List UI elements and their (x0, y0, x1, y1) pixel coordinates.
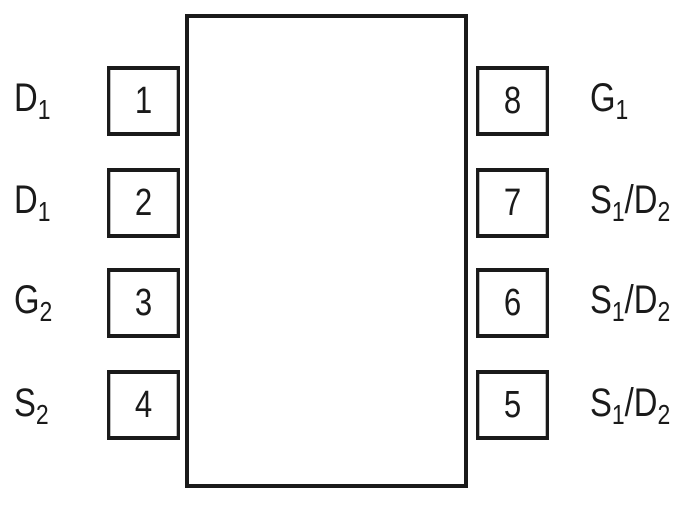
pin-7-signal-name-2: D (633, 178, 658, 222)
pin-6-signal-name: S (590, 278, 612, 322)
pin-2: 2 (107, 168, 180, 238)
pin-3-signal-name: G (14, 278, 40, 322)
pin-6-signal-slash: / (624, 278, 634, 322)
pin-1-signal-subscript: 1 (37, 93, 51, 125)
pin-7-signal-subscript: 1 (611, 195, 625, 227)
pin-7-signal-label: S1/D2 (590, 178, 670, 225)
pin-5-signal-subscript: 1 (611, 398, 625, 430)
pin-3-number: 3 (134, 281, 153, 324)
pin-1-signal-name: D (14, 76, 38, 120)
pin-7-number: 7 (503, 181, 522, 224)
pin-1-number: 1 (134, 79, 153, 122)
pin-4-number: 4 (134, 383, 153, 426)
pin-6: 6 (476, 268, 549, 338)
pin-5-signal-label: S1/D2 (590, 381, 670, 428)
pin-2-signal-label: D1 (14, 178, 50, 225)
pin-4: 4 (107, 370, 180, 440)
pin-5-signal-name-2: D (633, 381, 658, 425)
pin-8-signal-subscript: 1 (615, 93, 629, 125)
pin-4-signal-subscript: 2 (35, 398, 49, 430)
pin-2-signal-subscript: 1 (37, 195, 51, 227)
pin-1-signal-label: D1 (14, 76, 50, 123)
pin-6-signal-subscript: 1 (611, 295, 625, 327)
pin-2-number: 2 (134, 181, 153, 224)
pin-5: 5 (476, 370, 549, 440)
pin-3-signal-subscript: 2 (39, 295, 53, 327)
pin-2-signal-name: D (14, 178, 38, 222)
pin-5-signal-slash: / (624, 381, 634, 425)
pin-1: 1 (107, 66, 180, 136)
pin-6-signal-subscript-2: 2 (657, 295, 671, 327)
pin-8-signal-name: G (590, 76, 616, 120)
pin-6-signal-label: S1/D2 (590, 278, 670, 325)
pin-7: 7 (476, 168, 549, 238)
pin-5-signal-name: S (590, 381, 612, 425)
pin-6-number: 6 (503, 281, 522, 324)
pin-7-signal-slash: / (624, 178, 634, 222)
pin-5-number: 5 (503, 383, 522, 426)
pin-7-signal-name: S (590, 178, 612, 222)
pin-4-signal-label: S2 (14, 381, 49, 428)
pin-5-signal-subscript-2: 2 (657, 398, 671, 430)
pin-8-number: 8 (503, 79, 522, 122)
pin-8: 8 (476, 66, 549, 136)
ic-package-body (185, 14, 468, 488)
pin-4-signal-name: S (14, 381, 36, 425)
pin-3-signal-label: G2 (14, 278, 52, 325)
pin-3: 3 (107, 268, 180, 338)
pin-8-signal-label: G1 (590, 76, 628, 123)
pin-7-signal-subscript-2: 2 (657, 195, 671, 227)
pin-6-signal-name-2: D (633, 278, 658, 322)
